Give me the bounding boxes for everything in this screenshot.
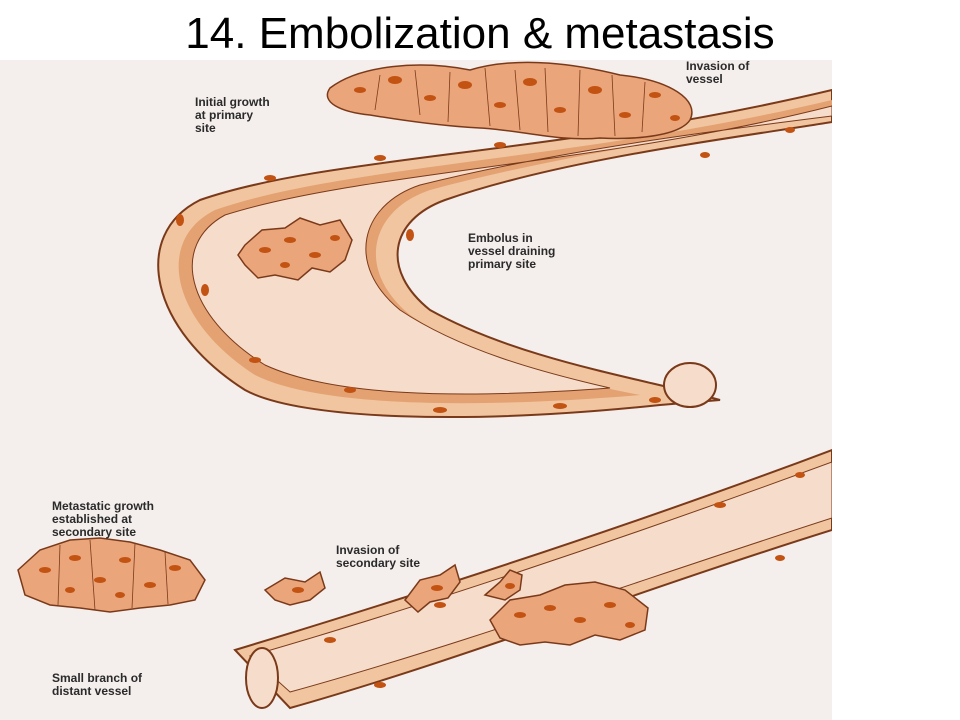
migrating-cell xyxy=(483,569,523,601)
label-initial-growth: Initial growth at primary site xyxy=(195,95,270,135)
primary-vessel xyxy=(157,88,832,418)
primary-vessel-lumen xyxy=(191,105,832,395)
label-small-branch: Small branch of distant vessel xyxy=(52,671,143,698)
metastatic-growth-cluster xyxy=(17,537,206,613)
label-embolus: Embolus in vessel draining primary site xyxy=(468,231,556,271)
label-invasion-of-vessel: Invasion of vessel xyxy=(686,59,750,86)
label-invasion-secondary-site: Invasion of secondary site xyxy=(336,543,421,570)
label-metastatic-growth: Metastatic growth established at seconda… xyxy=(52,499,155,539)
primary-vessel-opening xyxy=(663,362,717,408)
slide-title: 14. Embolization & metastasis xyxy=(185,9,775,58)
migrating-cell xyxy=(403,563,461,613)
metastasis-illustration xyxy=(0,60,832,720)
invading-tumor-cluster xyxy=(489,581,649,646)
migrating-cell xyxy=(263,570,326,606)
embolus-cluster xyxy=(237,217,353,281)
metastasis-figure: Initial growth at primary site Invasion … xyxy=(0,60,832,720)
primary-tumor-cluster xyxy=(326,61,693,140)
distant-vessel-opening xyxy=(245,647,279,709)
